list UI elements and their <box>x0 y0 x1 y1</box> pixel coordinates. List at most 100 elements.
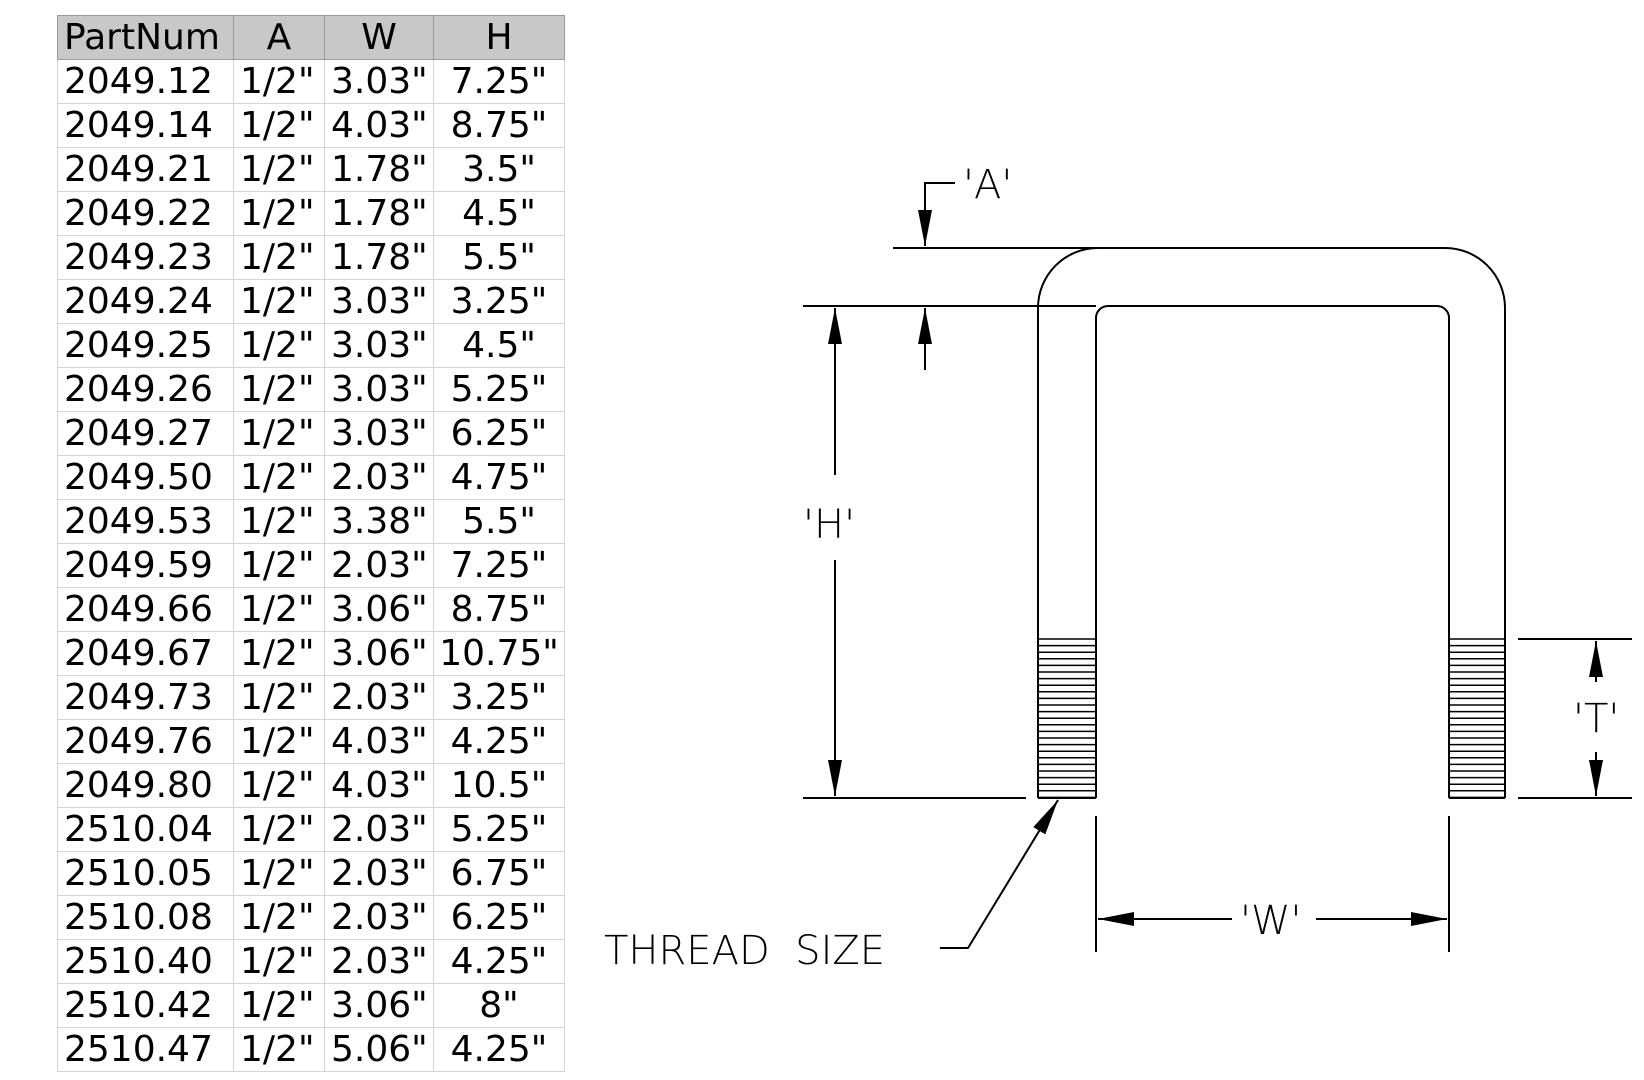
cell-w: 3.03" <box>324 59 434 104</box>
cell-h: 5.25" <box>433 807 565 852</box>
header-partnum: PartNum <box>57 15 234 60</box>
cell-partnum: 2510.47 <box>57 1027 234 1072</box>
label-w: 'W' <box>1240 898 1302 944</box>
cell-h: 4.5" <box>433 323 565 368</box>
cell-w: 4.03" <box>324 103 434 148</box>
cell-partnum: 2049.25 <box>57 323 234 368</box>
cell-w: 3.03" <box>324 323 434 368</box>
cell-partnum: 2049.66 <box>57 587 234 632</box>
cell-partnum: 2049.50 <box>57 455 234 500</box>
cell-w: 2.03" <box>324 939 434 984</box>
cell-partnum: 2049.76 <box>57 719 234 764</box>
cell-w: 2.03" <box>324 807 434 852</box>
u-bolt-inner-outline <box>1095 305 1450 798</box>
cell-partnum: 2049.59 <box>57 543 234 588</box>
cell-h: 6.75" <box>433 851 565 896</box>
right-thread-hatching <box>1449 638 1505 799</box>
cell-a: 1/2" <box>233 323 325 368</box>
cell-h: 4.25" <box>433 939 565 984</box>
dimension-t <box>1518 638 1632 799</box>
u-bolt-body <box>1037 247 1506 799</box>
cell-h: 6.25" <box>433 895 565 940</box>
cell-a: 1/2" <box>233 191 325 236</box>
cell-h: 3.5" <box>433 147 565 192</box>
cell-partnum: 2049.21 <box>57 147 234 192</box>
cell-w: 3.06" <box>324 587 434 632</box>
cell-h: 6.25" <box>433 411 565 456</box>
left-thread-hatching <box>1038 638 1096 799</box>
label-h: 'H' <box>803 502 855 548</box>
dimension-h <box>803 308 1026 799</box>
cell-w: 3.06" <box>324 983 434 1028</box>
cell-partnum: 2510.40 <box>57 939 234 984</box>
cell-a: 1/2" <box>233 1027 325 1072</box>
cell-h: 4.5" <box>433 191 565 236</box>
cell-w: 1.78" <box>324 191 434 236</box>
cell-a: 1/2" <box>233 587 325 632</box>
cell-partnum: 2049.26 <box>57 367 234 412</box>
cell-h: 5.5" <box>433 235 565 280</box>
label-t: 'T' <box>1573 696 1619 742</box>
cell-w: 2.03" <box>324 455 434 500</box>
cell-a: 1/2" <box>233 763 325 808</box>
cell-partnum: 2049.27 <box>57 411 234 456</box>
cell-a: 1/2" <box>233 851 325 896</box>
cell-partnum: 2510.08 <box>57 895 234 940</box>
cell-a: 1/2" <box>233 411 325 456</box>
cell-a: 1/2" <box>233 367 325 412</box>
cell-h: 10.75" <box>433 631 565 676</box>
cell-h: 8.75" <box>433 103 565 148</box>
cell-w: 2.03" <box>324 851 434 896</box>
cell-a: 1/2" <box>233 939 325 984</box>
cell-a: 1/2" <box>233 235 325 280</box>
cell-h: 3.25" <box>433 675 565 720</box>
cell-w: 2.03" <box>324 675 434 720</box>
cell-w: 3.03" <box>324 279 434 324</box>
cell-w: 4.03" <box>324 763 434 808</box>
cell-a: 1/2" <box>233 103 325 148</box>
cell-h: 4.25" <box>433 1027 565 1072</box>
cell-h: 3.25" <box>433 279 565 324</box>
a-leader <box>918 182 955 246</box>
cell-a: 1/2" <box>233 147 325 192</box>
cell-w: 4.03" <box>324 719 434 764</box>
cell-partnum: 2049.23 <box>57 235 234 280</box>
cell-partnum: 2049.67 <box>57 631 234 676</box>
cell-w: 3.03" <box>324 411 434 456</box>
cell-a: 1/2" <box>233 895 325 940</box>
thread-size-leader <box>940 799 1059 949</box>
cell-w: 1.78" <box>324 147 434 192</box>
cell-partnum: 2049.73 <box>57 675 234 720</box>
cell-h: 5.25" <box>433 367 565 412</box>
cell-h: 5.5" <box>433 499 565 544</box>
cell-w: 3.03" <box>324 367 434 412</box>
dimension-a <box>803 182 1098 370</box>
header-h: H <box>433 15 565 60</box>
cell-a: 1/2" <box>233 543 325 588</box>
label-thread-size: THREAD SIZE <box>604 928 885 974</box>
table-header-row: PartNum A W H <box>57 15 565 60</box>
cell-partnum: 2049.80 <box>57 763 234 808</box>
